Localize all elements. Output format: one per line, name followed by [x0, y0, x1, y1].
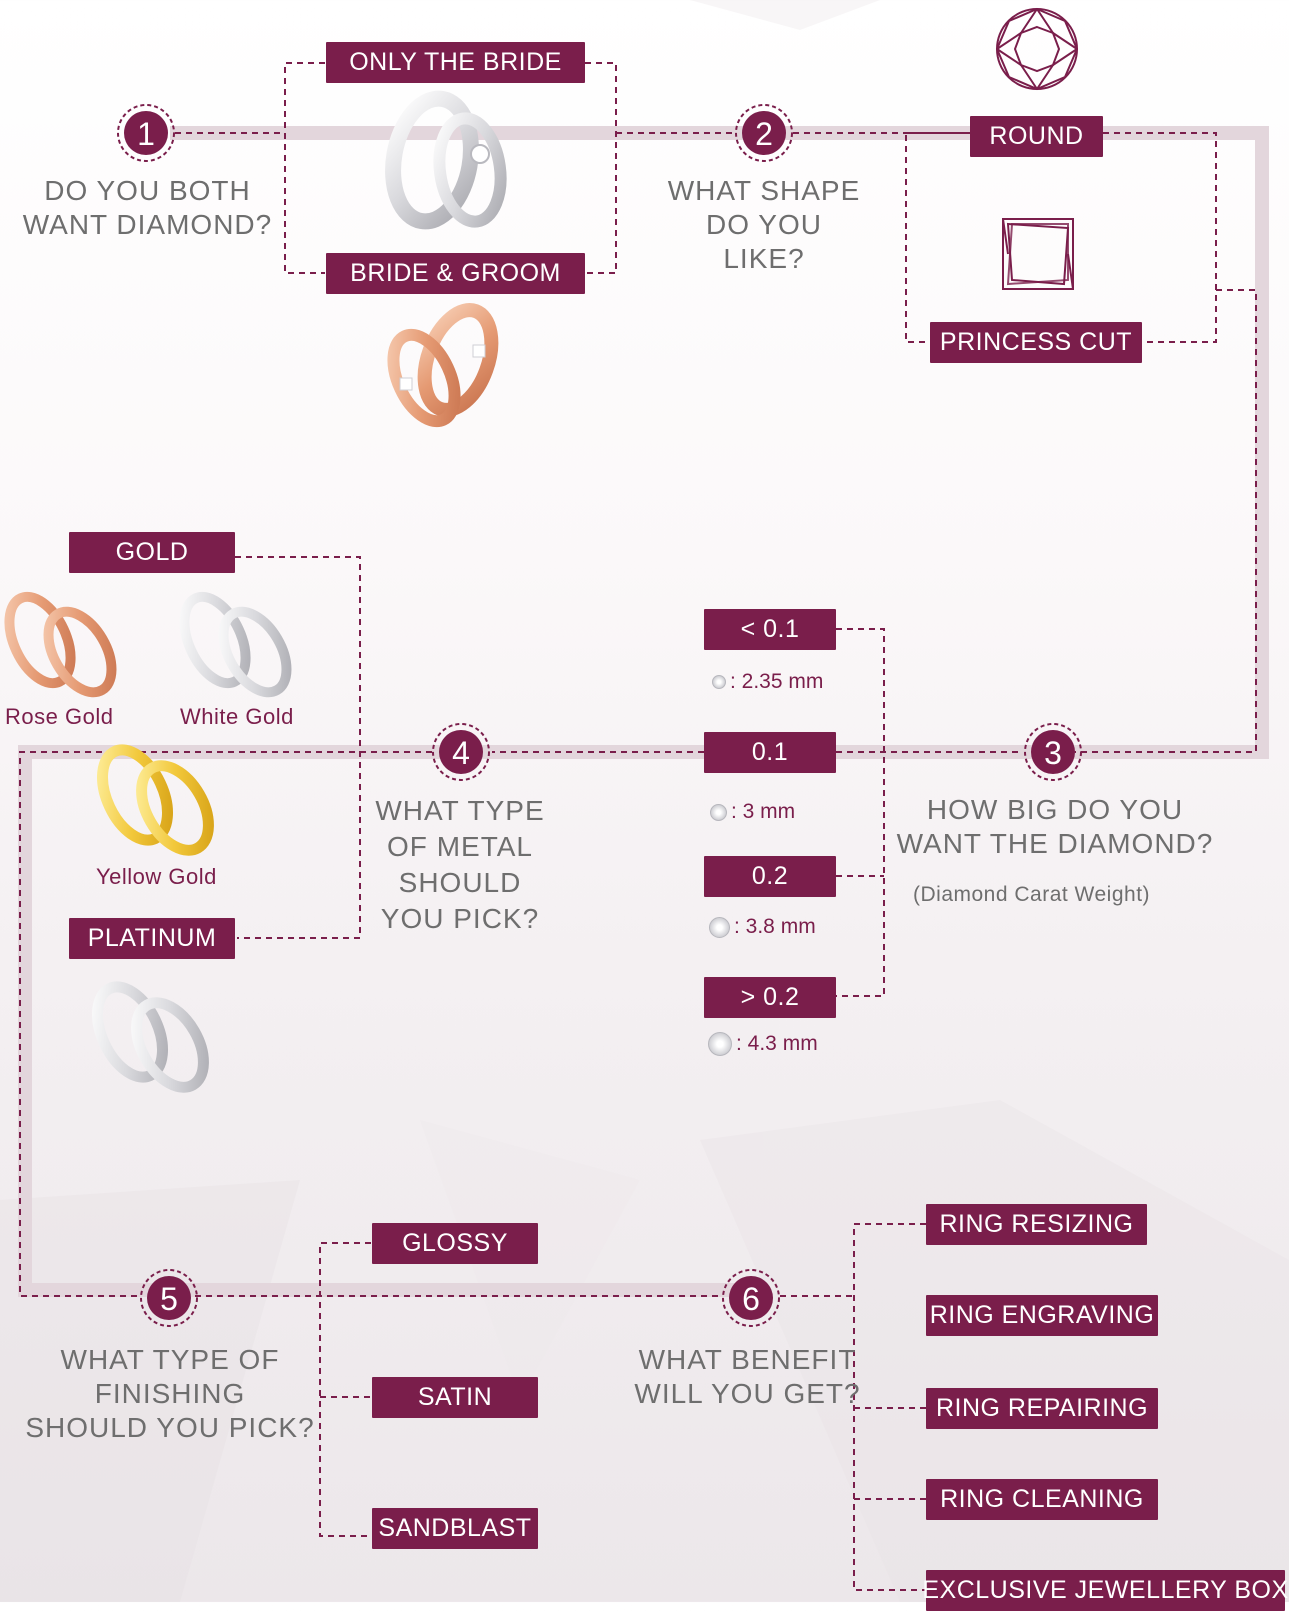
size-value: : 4.3 mm: [736, 1032, 818, 1055]
size-detail: : 2.35 mm: [712, 670, 823, 694]
size-value: : 3.8 mm: [734, 915, 816, 938]
yellow-gold-caption: Yellow Gold: [96, 864, 217, 889]
step-3-note: (Diamond Carat Weight): [913, 883, 1151, 906]
benefit-ring-engraving[interactable]: RING ENGRAVING: [926, 1295, 1158, 1336]
size-detail: : 3.8 mm: [709, 915, 816, 939]
silver-rings-image: [385, 90, 507, 230]
step-4-question: WHAT TYPE OF METAL SHOULD YOU PICK?: [375, 795, 545, 934]
princess-cut-icon: [1002, 218, 1074, 290]
white-gold-rings-image: [179, 591, 292, 698]
round-diamond-icon: [995, 7, 1079, 91]
step-number: 4: [452, 735, 470, 771]
dashed-connectors: [19, 62, 1257, 1591]
step-circles: [117, 104, 1082, 1327]
diamond-icon: [710, 803, 727, 821]
size-detail: : 4.3 mm: [708, 1032, 818, 1056]
benefit-ring-cleaning[interactable]: RING CLEANING: [926, 1479, 1158, 1520]
size-option-0-1[interactable]: 0.1: [704, 732, 836, 773]
step-6-question: WHAT BENEFIT WILL YOU GET?: [634, 1344, 861, 1409]
rose-gold-caption: Rose Gold: [5, 704, 114, 729]
step-number: 2: [755, 116, 773, 152]
option-sandblast[interactable]: SANDBLAST: [372, 1508, 538, 1549]
option-bride-and-groom[interactable]: BRIDE & GROOM: [326, 253, 585, 294]
size-option-0-2[interactable]: 0.2: [704, 856, 836, 897]
size-option-greater-0-2[interactable]: > 0.2: [704, 977, 836, 1018]
white-gold-caption: White Gold: [180, 704, 294, 729]
size-value: : 2.35 mm: [730, 670, 824, 693]
option-only-the-bride[interactable]: ONLY THE BRIDE: [326, 42, 585, 83]
step-1-question: DO YOU BOTH WANT DIAMOND?: [22, 175, 273, 240]
option-round[interactable]: ROUND: [970, 116, 1103, 157]
benefit-ring-resizing[interactable]: RING RESIZING: [926, 1204, 1147, 1245]
step-2-question: WHAT SHAPE DO YOU LIKE?: [667, 175, 861, 274]
option-satin[interactable]: SATIN: [372, 1377, 538, 1418]
rose-gold-rings-image: [4, 591, 117, 698]
diamond-icon: [708, 1032, 732, 1056]
step-number: 3: [1044, 735, 1062, 771]
diamond-icon: [709, 916, 730, 938]
option-glossy[interactable]: GLOSSY: [372, 1223, 538, 1264]
step-number: 5: [160, 1281, 178, 1317]
option-gold[interactable]: GOLD: [69, 532, 235, 573]
platinum-rings-image: [92, 981, 209, 1093]
rose-rings-image: [387, 303, 499, 428]
size-detail: : 3 mm: [710, 800, 795, 824]
size-value: : 3 mm: [731, 800, 796, 823]
size-option-less-0-1[interactable]: < 0.1: [704, 609, 836, 650]
option-platinum[interactable]: PLATINUM: [69, 918, 235, 959]
step-3-question: HOW BIG DO YOU WANT THE DIAMOND?: [896, 794, 1214, 859]
benefit-exclusive-jewellery-box[interactable]: EXCLUSIVE JEWELLERY BOX: [922, 1570, 1288, 1611]
step-number: 1: [137, 116, 155, 152]
benefit-ring-repairing[interactable]: RING REPAIRING: [926, 1388, 1158, 1429]
option-princess-cut[interactable]: PRINCESS CUT: [930, 322, 1142, 363]
step-5-question: WHAT TYPE OF FINISHING SHOULD YOU PICK?: [25, 1344, 315, 1443]
yellow-gold-rings-image: [97, 744, 214, 856]
step-number: 6: [742, 1281, 760, 1317]
diamond-icon: [712, 675, 726, 689]
